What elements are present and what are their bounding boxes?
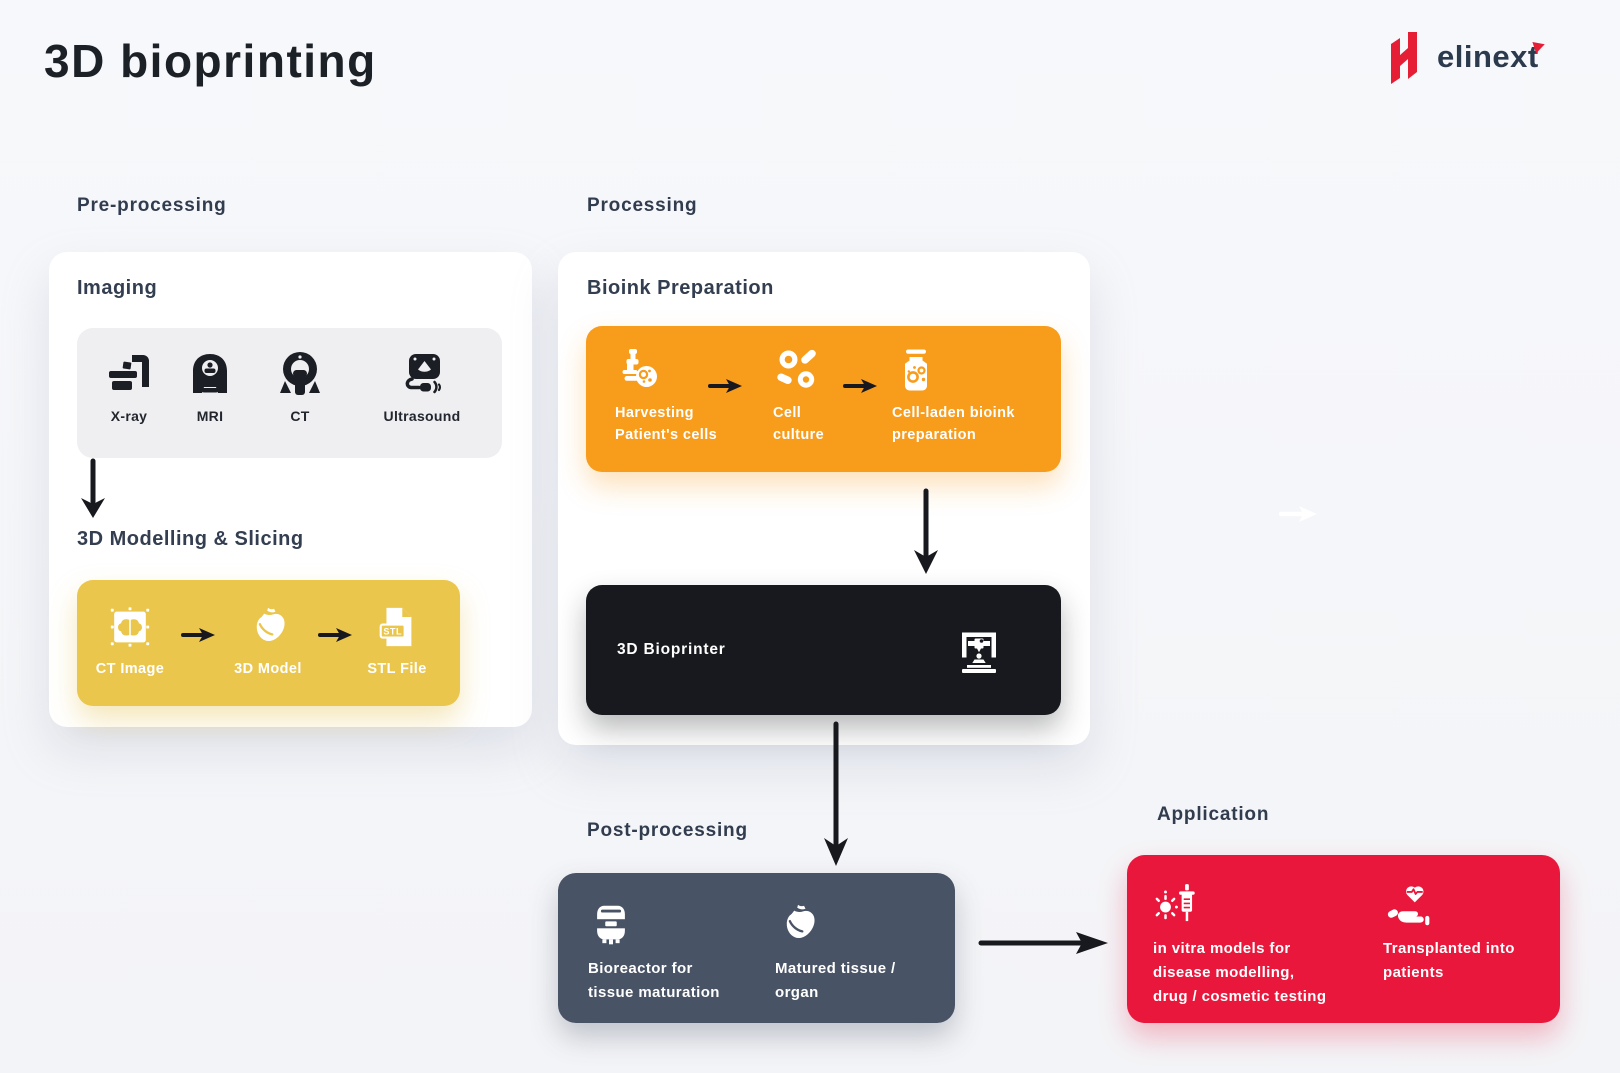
imaging-tile: X-ray MRI CT Ultra [77,328,502,458]
flow-arrow-printer-to-bioreactor [824,721,848,866]
application-step-label: Transplanted into patients [1383,940,1515,981]
bioink-heading: Bioink Preparation [587,277,774,299]
printer-3d-icon [962,632,996,673]
modelling-step-stl-file: STL STL File [347,604,447,680]
modelling-step-3d-model: 3D Model [218,604,318,680]
modelling-heading: 3D Modelling & Slicing [77,528,304,550]
bioprinter-label: 3D Bioprinter [617,641,726,658]
elinext-logo: elinext [1384,30,1547,84]
section-label-pre-processing: Pre-processing [77,195,227,216]
modelling-step-label: 3D Model [234,661,302,677]
bioink-tile: Harvesting Patient's cells Cell culture [586,326,1061,472]
stl-badge-text: STL [383,627,402,637]
flow-arrow-bioink-to-printer [914,488,938,574]
ghost-arrow-icon [1279,506,1317,522]
post-step-label: Matured tissue / organ [775,960,896,1001]
microscope-cells-icon [622,349,657,387]
imaging-heading: Imaging [77,277,158,299]
post-processing-tile: Bioreactor for tissue maturation Matured… [558,873,955,1023]
imaging-step-label: X-ray [110,408,148,424]
application-step-transplant: Transplanted into patients [1383,881,1548,985]
bioink-step-label: Cell-laden bioink preparation [892,405,1015,443]
page-title: 3D bioprinting [44,35,377,87]
bioink-step-label: Cell culture [773,405,825,443]
imaging-step-label: MRI [196,408,224,424]
ct-image-icon [110,607,150,647]
application-tile: in vitra models for disease modelling, d… [1127,855,1560,1023]
ct-machine-icon [280,352,320,395]
section-label-application: Application [1157,804,1270,825]
post-step-matured-organ: Matured tissue / organ [775,901,945,1005]
heart-in-hand-icon [1387,886,1430,926]
imaging-step-label: CT [290,408,310,424]
bioink-step-label: Harvesting Patient's cells [615,405,718,443]
modelling-step-label: STL File [367,661,427,677]
arrow-3d-model-to-stl [318,628,352,642]
imaging-step-ct: CT [256,350,344,424]
virus-syringe-icon [1155,884,1195,922]
flow-arrow-imaging-to-modelling [81,458,105,518]
ultrasound-probe-icon [405,354,442,394]
imaging-step-label: Ultrasound [383,408,461,424]
section-label-post-processing: Post-processing [587,820,748,841]
xray-machine-icon [109,355,149,390]
application-step-invitro: in vitra models for disease modelling, d… [1153,881,1368,1009]
cell-culture-icon [777,349,816,388]
elinext-logo-text: elinext [1437,39,1539,74]
arrow-ct-image-to-3d-model [181,628,215,642]
mri-machine-icon [193,354,227,393]
matured-organ-icon [786,904,815,939]
stl-file-icon: STL [379,607,412,647]
bioink-step-cell-culture: Cell culture [773,346,873,446]
post-step-bioreactor: Bioreactor for tissue maturation [588,901,758,1005]
arrow-culture-to-bioink [843,379,877,393]
bioink-step-cell-laden: Cell-laden bioink preparation [892,346,1052,446]
bioreactor-icon [594,905,628,945]
elinext-logo-mark-icon [1391,32,1417,84]
modelling-step-label: CT Image [95,661,165,677]
section-label-processing: Processing [587,195,698,216]
post-step-label: Bioreactor for tissue maturation [588,960,720,1001]
bioink-container-icon [905,349,927,391]
application-step-label: in vitra models for disease modelling, d… [1153,940,1327,1005]
modelling-step-ct-image: CT Image [80,604,180,680]
heart-model-icon [256,607,285,642]
bioprinter-tile: 3D Bioprinter [586,585,1061,715]
imaging-step-mri: MRI [166,350,254,424]
imaging-step-ultrasound: Ultrasound [364,350,480,424]
flow-arrow-post-to-application [978,932,1108,954]
modelling-tile: CT Image 3D Model STL STL File [77,580,460,706]
bioink-step-harvesting: Harvesting Patient's cells [615,346,745,446]
imaging-step-xray: X-ray [85,350,173,424]
arrow-harvesting-to-culture [708,379,742,393]
